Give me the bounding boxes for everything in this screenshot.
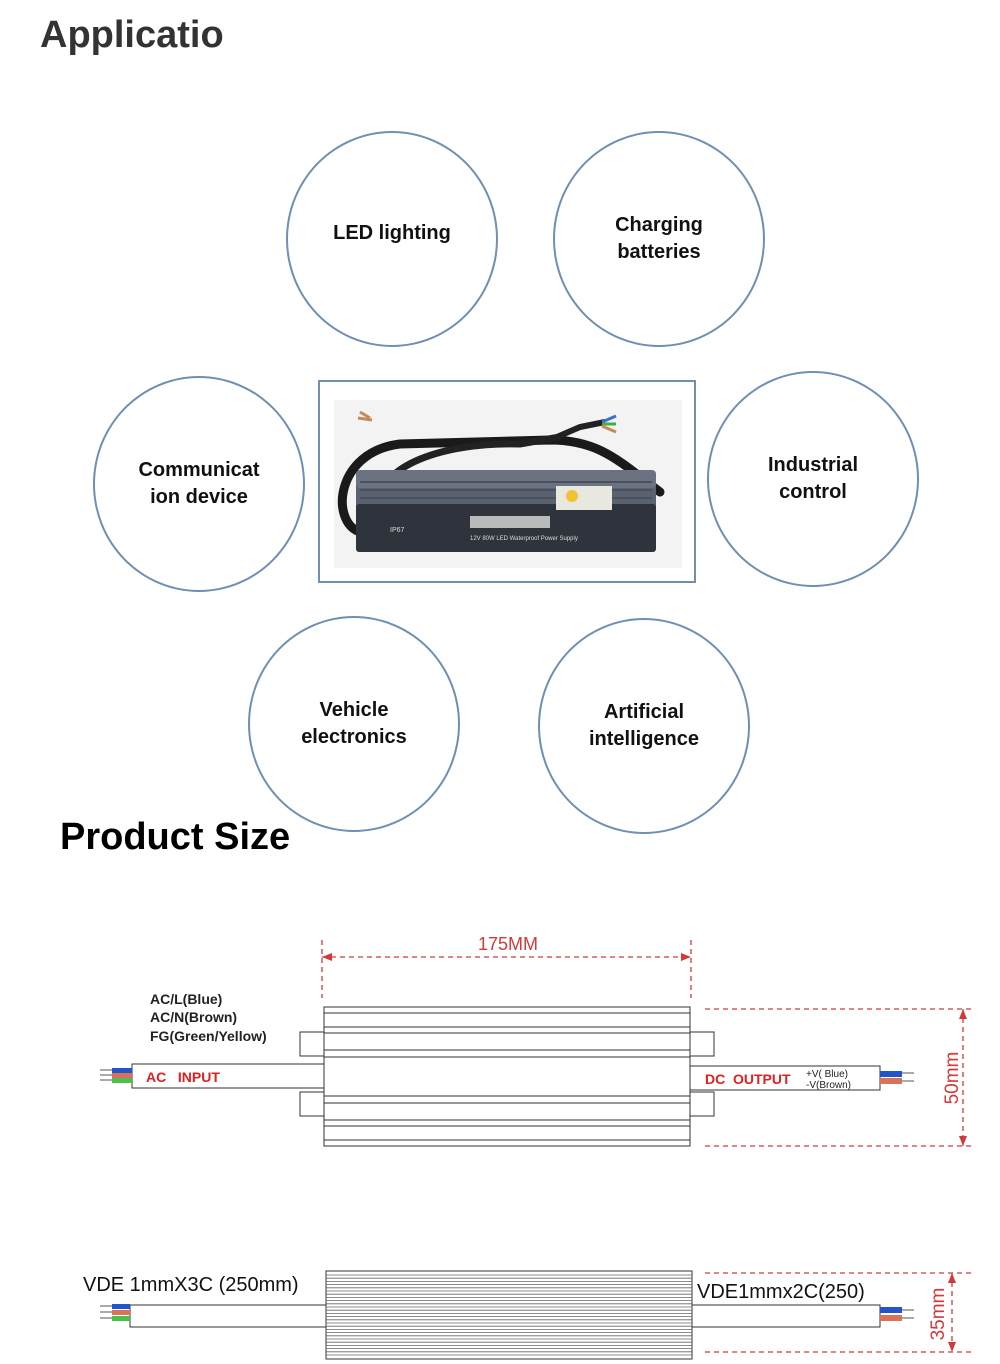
- application-label: Artificial intelligence: [588, 701, 700, 750]
- application-label: Industrial control: [767, 454, 858, 503]
- dc-output-label: DC OUTPUT: [705, 1071, 791, 1087]
- photo-rating-text: IP67: [390, 527, 405, 534]
- output-wires: [880, 1071, 914, 1084]
- output-wire-label: +V( Blue): [806, 1069, 848, 1080]
- height-dimension-label: 50mm: [942, 1052, 963, 1105]
- input-wire-label: AC/L(Blue): [150, 991, 222, 1007]
- application-vehicle-electronics: Vehicle electronics: [248, 616, 460, 832]
- application-communication-device: Communicat ion device: [93, 376, 305, 592]
- side-output-cable-label: VDE1mmx2C(250): [697, 1281, 865, 1303]
- application-label: Communicat ion device: [138, 459, 260, 508]
- side-input-wires: [100, 1304, 130, 1321]
- application-label: Charging batteries: [615, 214, 703, 263]
- thickness-dimension-label: 35mm: [928, 1288, 949, 1341]
- side-input-cable-label: VDE 1mmX3C (250mm): [83, 1274, 299, 1296]
- photo-model-text: 12V 80W LED Waterproof Power Supply: [470, 536, 578, 542]
- product-size-diagram: 175MM 50mm: [83, 934, 975, 1360]
- product-photo-frame: IP67 12V 80W LED Waterproof Power Supply: [318, 380, 696, 583]
- application-artificial-intelligence: Artificial intelligence: [538, 618, 750, 834]
- application-label: LED lighting: [333, 221, 451, 244]
- application-charging-batteries: Charging batteries: [553, 131, 765, 347]
- product-photo: IP67 12V 80W LED Waterproof Power Supply: [334, 400, 682, 568]
- input-wire-label: FG(Green/Yellow): [150, 1028, 267, 1044]
- output-wire-label: -V(Brown): [806, 1080, 851, 1091]
- input-wires: [100, 1068, 132, 1083]
- side-output-wires: [880, 1307, 914, 1321]
- application-label: Vehicle electronics: [301, 699, 407, 748]
- application-led-lighting: LED lighting: [286, 131, 498, 347]
- side-view-body: [129, 1270, 881, 1360]
- application-industrial-control: Industrial control: [707, 371, 919, 587]
- input-wire-label: AC/N(Brown): [150, 1009, 237, 1025]
- top-view-body: [131, 1006, 881, 1147]
- application-title: Applicatio: [40, 14, 224, 56]
- length-dimension-label: 175MM: [478, 934, 538, 954]
- ac-input-label: AC INPUT: [146, 1069, 220, 1085]
- product-size-title: Product Size: [60, 816, 291, 858]
